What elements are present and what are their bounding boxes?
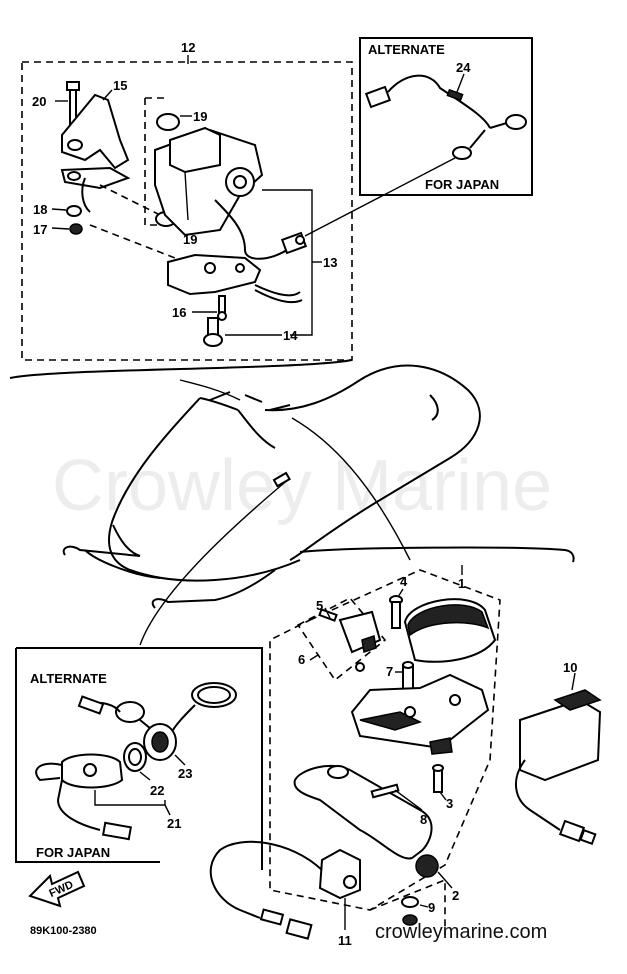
callout-20: 20 — [32, 94, 46, 109]
callout-17: 17 — [33, 222, 47, 237]
key-switch-22 — [61, 742, 147, 789]
alternate-title-top: ALTERNATE — [368, 42, 445, 57]
grommet-19-top — [156, 113, 180, 131]
alternate-link-top — [304, 157, 456, 237]
nut-9b — [402, 914, 418, 926]
switch-block-6 — [338, 610, 382, 654]
callout-2: 2 — [452, 888, 459, 903]
diagram-code: 89K100-2380 — [30, 925, 97, 937]
lower-assembly: 1 6 5 4 — [209, 546, 602, 948]
callout-13: 13 — [323, 255, 337, 270]
callout-1: 1 — [458, 576, 465, 591]
screw-3 — [432, 764, 444, 793]
washer-9 — [401, 896, 419, 908]
group-6-outline — [296, 596, 387, 682]
callout-12: 12 — [181, 40, 195, 55]
callout-8: 8 — [420, 812, 427, 827]
screw-8 — [370, 783, 400, 799]
lever-holder — [350, 673, 490, 755]
washer-18 — [66, 205, 82, 217]
for-japan-left: FOR JAPAN — [36, 845, 110, 860]
fwd-arrow-icon: FWD — [28, 870, 86, 908]
for-japan-top: FOR JAPAN — [425, 177, 499, 192]
site-footer: crowleymarine.com — [375, 921, 547, 943]
group-13-bracket — [262, 189, 313, 336]
top-assembly: 12 20 15 18 17 19 — [9, 40, 353, 379]
callout-18: 18 — [33, 202, 47, 217]
bracket-15 — [60, 93, 131, 190]
callout-10: 10 — [563, 660, 577, 675]
callout-4: 4 — [400, 574, 408, 589]
group-12-bracket — [9, 359, 353, 379]
callout-22: 22 — [150, 783, 164, 798]
watermark-text: Crowley Marine — [52, 446, 552, 526]
callout-16: 16 — [172, 305, 186, 320]
nut-17 — [69, 223, 83, 235]
key-cap-23 — [143, 723, 177, 761]
housing-cover — [403, 598, 497, 663]
nut-6-small — [355, 662, 365, 672]
callout-6: 6 — [298, 652, 305, 667]
screw-16 — [217, 295, 227, 321]
group-1-bracket — [299, 546, 575, 563]
module-10 — [515, 689, 602, 846]
connector-13 — [280, 231, 308, 255]
leader-sled-to-bottom — [291, 417, 411, 561]
callout-19-top: 19 — [193, 109, 207, 124]
brake-lever-2 — [293, 764, 439, 878]
switch-body-13 — [154, 126, 264, 237]
group-1-outline — [269, 569, 501, 911]
leader-top-to-sled — [179, 379, 241, 401]
alternate-box-left: ALTERNATE FOR JAPAN 23 22 21 — [15, 647, 263, 870]
harness-24 — [364, 74, 527, 160]
snowmobile-body — [62, 364, 481, 609]
callout-15: 15 — [113, 78, 127, 93]
callout-24: 24 — [456, 60, 471, 75]
callout-11: 11 — [338, 933, 352, 948]
callout-3: 3 — [446, 796, 453, 811]
callout-9: 9 — [428, 900, 435, 915]
callout-5: 5 — [316, 598, 323, 613]
alternate-box-top: ALTERNATE FOR JAPAN 24 — [359, 37, 533, 196]
alternate-title-left: ALTERNATE — [30, 671, 107, 686]
callout-7: 7 — [386, 664, 393, 679]
switch-11 — [209, 840, 361, 940]
bolt-14 — [203, 317, 223, 347]
callout-21: 21 — [167, 816, 181, 831]
bolt-4 — [389, 595, 403, 629]
mount-plate — [167, 253, 303, 304]
callout-23: 23 — [178, 766, 192, 781]
